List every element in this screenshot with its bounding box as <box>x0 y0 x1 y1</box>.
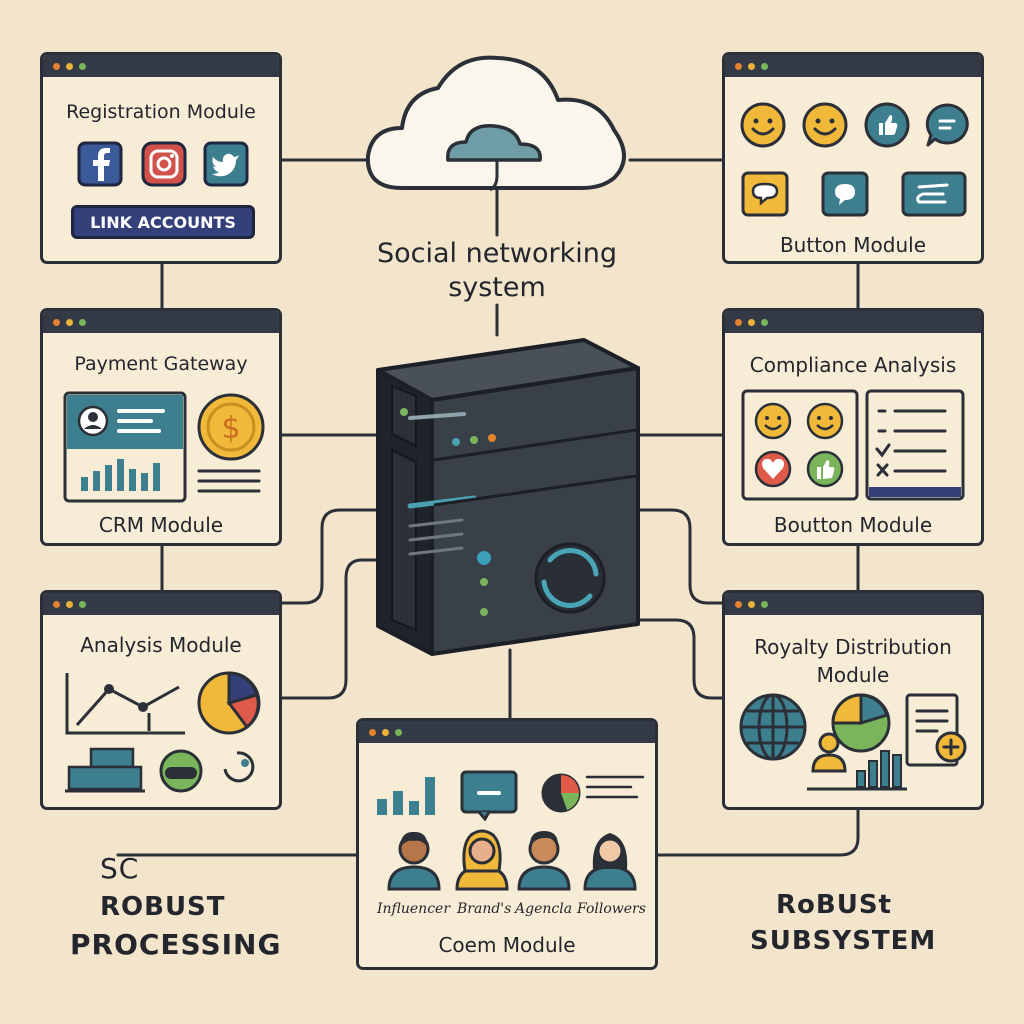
influencer-avatar-icon <box>387 831 441 891</box>
boutton-module-title: Boutton Module <box>773 513 933 537</box>
pie-chart-icon <box>197 671 261 735</box>
link-accounts-button[interactable]: LINK ACCOUNTS <box>71 205 255 239</box>
text-lines-icon <box>197 469 261 493</box>
svg-text:$: $ <box>221 411 240 446</box>
panel-royalty-distribution: Royalty Distribution Module <box>722 590 984 810</box>
compliance-analysis-title: Compliance Analysis <box>749 353 957 377</box>
people-label-brands: Brand's <box>457 901 512 917</box>
royalty-title-line2: Module <box>816 663 890 687</box>
caption-processing: PROCESSING <box>70 928 282 961</box>
royalty-title-line1: Royalty Distribution <box>754 635 952 659</box>
globe-icon <box>739 693 807 761</box>
panel-payment-gateway: Payment Gateway $ CRM Module <box>40 308 282 546</box>
message-icon[interactable] <box>821 171 869 217</box>
button-module-title: Button Module <box>779 233 927 257</box>
twitter-icon[interactable] <box>203 141 249 187</box>
panel-coem-module: Influencer Brand's Agencla Followers Coe… <box>356 718 658 970</box>
user-bar-chart-icon <box>807 732 907 791</box>
people-label-agencla: Agencla <box>515 901 573 917</box>
window-titlebar <box>359 721 655 743</box>
facebook-icon[interactable] <box>77 141 123 187</box>
instagram-icon[interactable] <box>141 141 187 187</box>
agency-avatar-icon <box>517 831 571 891</box>
smiley-icon[interactable] <box>739 101 787 149</box>
caption-robust: ROBUST <box>100 892 226 922</box>
panel-button-module: Button Module <box>722 52 984 264</box>
followers-avatar-icon <box>583 833 637 891</box>
pie-chart-icon <box>831 693 891 753</box>
registration-title: Registration Module <box>66 101 256 123</box>
cloud-icon <box>365 55 626 192</box>
payment-gateway-title: Payment Gateway <box>74 353 248 375</box>
chart-widgets-icon <box>65 747 255 793</box>
cloud-title-line2: system <box>448 272 546 303</box>
chat-bubble-icon[interactable] <box>741 171 789 217</box>
crm-dashboard-icon <box>63 391 187 503</box>
caption-subsystem: SUBSYSTEM <box>750 926 937 956</box>
smiley-icon[interactable] <box>801 101 849 149</box>
window-titlebar <box>725 311 981 333</box>
checklist-icon <box>865 389 965 501</box>
window-titlebar <box>725 55 981 77</box>
caption-sc: SC <box>100 852 140 885</box>
chat-window-icon <box>460 770 518 821</box>
dollar-coin-icon: $ <box>197 393 265 461</box>
chat-icon[interactable] <box>923 101 971 149</box>
invoice-icon <box>905 693 967 767</box>
window-titlebar <box>43 311 279 333</box>
panel-compliance-analysis: Compliance Analysis Boutton Module <box>722 308 984 546</box>
window-titlebar <box>725 593 981 615</box>
crm-module-title: CRM Module <box>98 513 224 537</box>
cloud-title-line1: Social networking <box>376 238 618 269</box>
bar-chart-icon <box>377 777 435 815</box>
server-icon <box>376 338 640 656</box>
thumbs-up-icon[interactable] <box>863 101 911 149</box>
panel-analysis-module: Analysis Module <box>40 590 282 810</box>
line-chart-icon <box>65 673 185 735</box>
pie-chart-icon <box>541 773 645 813</box>
reaction-grid-icon <box>741 389 859 501</box>
analysis-module-title: Analysis Module <box>80 633 242 657</box>
window-titlebar <box>43 593 279 615</box>
people-label-followers: Followers <box>577 901 646 917</box>
people-label-influencer: Influencer <box>377 901 451 917</box>
panel-registration: Registration Module LINK ACCOUNTS <box>40 52 282 264</box>
coem-module-title: Coem Module <box>438 933 576 957</box>
list-icon[interactable] <box>901 171 967 217</box>
brand-avatar-icon <box>455 829 509 891</box>
window-titlebar <box>43 55 279 77</box>
caption-robust-right: RoBUSt <box>776 890 892 920</box>
